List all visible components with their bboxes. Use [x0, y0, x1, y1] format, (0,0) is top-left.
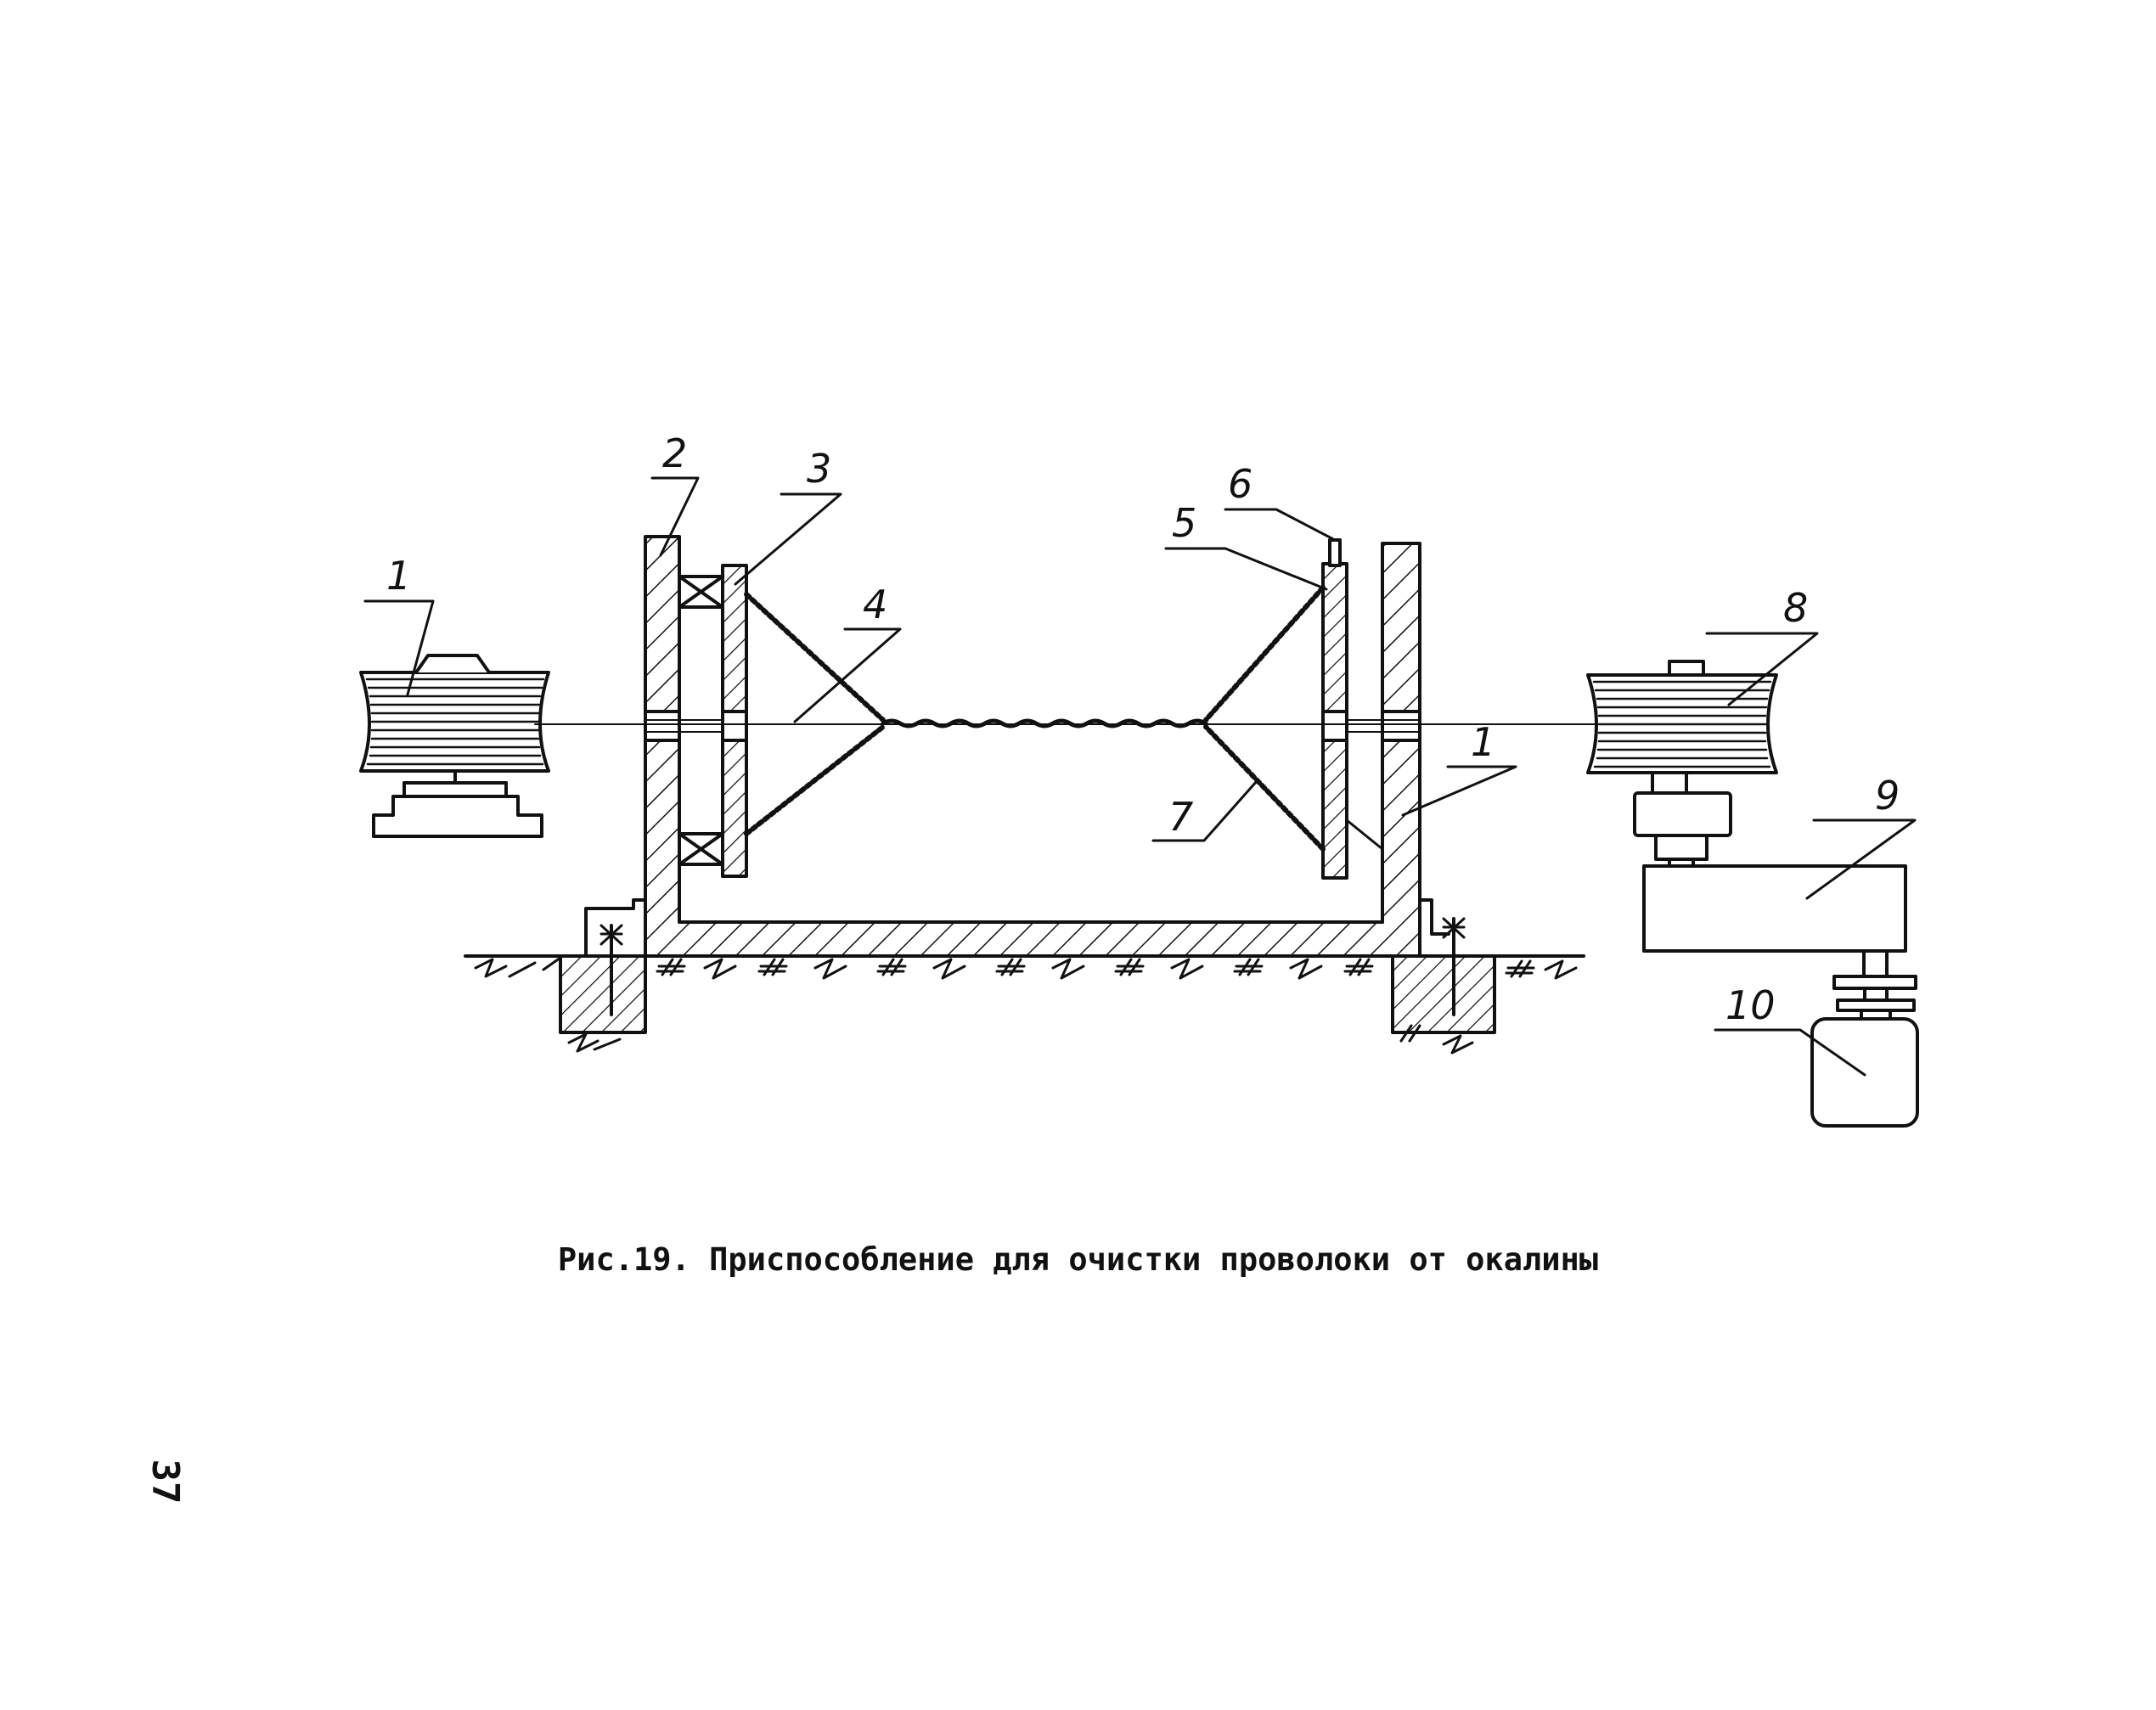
anchor-bolt-right: [1391, 898, 1496, 1034]
leader-lines: [363, 476, 1917, 1077]
rotating-disc-left: [678, 564, 748, 878]
figure-caption: Рис.19. Приспособление для очистки прово…: [557, 1241, 1599, 1278]
electric-motor: [1810, 949, 1919, 1128]
reducer: [1642, 864, 1907, 953]
page-number: 37: [144, 1459, 187, 1505]
callout-6-clamp: 6: [1228, 461, 1253, 507]
callout-5-disc: 5: [1172, 500, 1196, 546]
supply-spool: [359, 654, 550, 838]
callout-2-frame-wall: 2: [662, 430, 687, 476]
spool-windings-left: [365, 678, 545, 766]
frame: [644, 535, 1421, 958]
callout-9-reducer: 9: [1875, 773, 1900, 818]
steel-cords: [744, 585, 1326, 852]
ground: [464, 954, 1585, 1055]
callout-4-cord: 4: [863, 582, 887, 627]
twisted-cord-section: [881, 718, 1208, 728]
anchor-bolt-left: [559, 898, 647, 1034]
rotating-disc-right: [1321, 538, 1384, 880]
callout-1-frame: 1: [1471, 719, 1495, 765]
callout-7-cord: 7: [1168, 794, 1193, 840]
callout-10-motor: 10: [1725, 982, 1776, 1028]
callout-3-disc: 3: [807, 446, 831, 492]
callout-1-supply-spool: 1: [386, 553, 411, 599]
spool-windings-right: [1592, 680, 1772, 768]
callout-8-take-up-spool: 8: [1783, 585, 1808, 631]
take-up-spool: [1586, 660, 1778, 868]
